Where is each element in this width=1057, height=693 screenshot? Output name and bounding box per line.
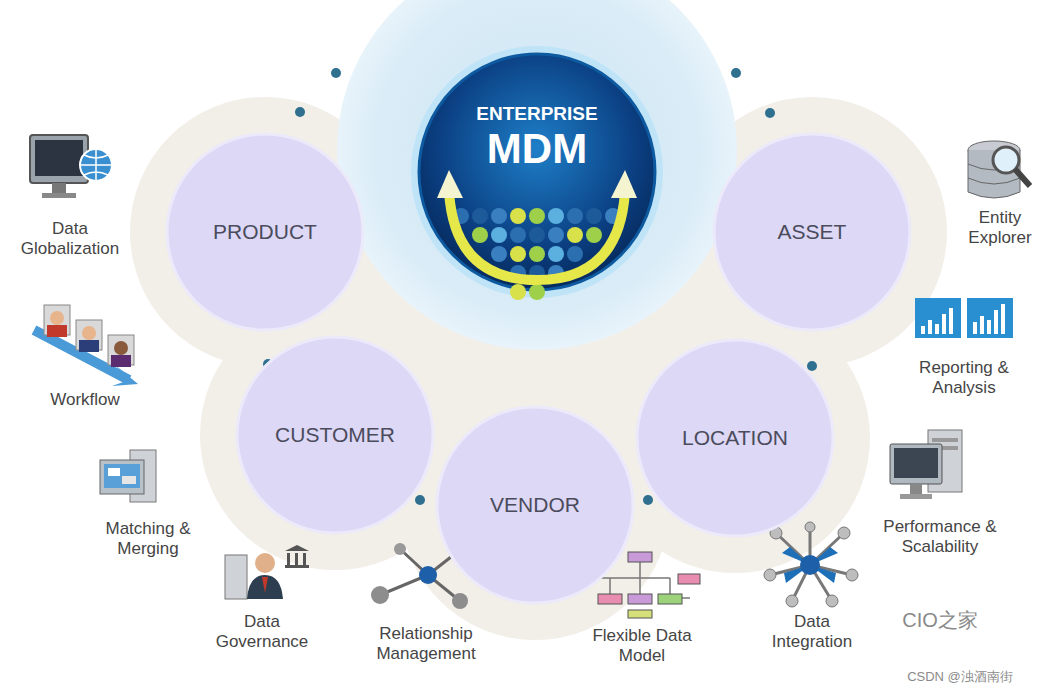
data-dot (510, 208, 526, 224)
data-dot (510, 246, 526, 262)
feature-label: Flexible Data Model (580, 626, 704, 666)
data-dot (491, 227, 507, 243)
hub-title: MDM (487, 126, 587, 172)
feature-label: Data Globalization (8, 219, 132, 259)
data-dot (586, 208, 602, 224)
arc-arrow (449, 192, 625, 280)
data-dot (529, 227, 545, 243)
entity-node: PRODUCT (165, 132, 365, 332)
credit-note: CSDN @浊酒南街 (885, 667, 1035, 687)
node-content: VENDOR (435, 405, 635, 605)
node-content: PRODUCT (165, 132, 365, 332)
arrow-head (611, 170, 637, 198)
data-dot (548, 208, 564, 224)
data-dot (586, 227, 602, 243)
data-dot (567, 246, 583, 262)
data-dot (529, 246, 545, 262)
entity-circle (167, 134, 363, 330)
data-dot (472, 208, 488, 224)
mdm-disc (419, 54, 655, 290)
feature-label: Matching & Merging (92, 519, 204, 559)
feature-label: Data Governance (207, 612, 317, 652)
node-content: LOCATION (635, 338, 835, 538)
entity-name: LOCATION (682, 426, 788, 450)
entity-name: PRODUCT (213, 220, 317, 244)
data-dot (491, 246, 507, 262)
node-content: CUSTOMER (235, 335, 435, 535)
hub-subtitle: ENTERPRISE (476, 102, 597, 126)
entity-node: VENDOR (435, 405, 635, 605)
hub-shape (409, 44, 665, 300)
entity-circle (637, 340, 833, 536)
data-dot (510, 227, 526, 243)
node-content: ASSET (712, 132, 912, 332)
watermark: CIO之家 (885, 610, 995, 630)
entity-circle (714, 134, 910, 330)
entity-node: CUSTOMER (235, 335, 435, 535)
entity-name: CUSTOMER (275, 423, 395, 447)
feature-label: Data Integration (760, 612, 864, 652)
data-dot (548, 246, 564, 262)
entity-node: ASSET (712, 132, 912, 332)
feature-label: Relationship Management (356, 624, 496, 664)
data-dot (472, 227, 488, 243)
data-dot (491, 208, 507, 224)
entity-node: LOCATION (635, 338, 835, 538)
mdm-hub: ENTERPRISEMDM (409, 44, 665, 300)
entity-circle (237, 337, 433, 533)
feature-label: Entity Explorer (952, 208, 1048, 248)
entity-circle (437, 407, 633, 603)
feature-label: Performance & Scalability (865, 517, 1015, 557)
feature-label: Workflow (30, 390, 140, 410)
feature-label: Reporting & Analysis (902, 358, 1026, 398)
node-content: ENTERPRISEMDM (409, 44, 665, 300)
data-dot (510, 284, 526, 300)
data-dot (567, 227, 583, 243)
data-dot (548, 227, 564, 243)
data-dot (529, 208, 545, 224)
entity-name: ASSET (778, 220, 847, 244)
arrow-head (437, 170, 463, 198)
mdm-ring (411, 46, 663, 298)
entity-name: VENDOR (490, 493, 580, 517)
data-dot (567, 208, 583, 224)
data-dot (529, 284, 545, 300)
